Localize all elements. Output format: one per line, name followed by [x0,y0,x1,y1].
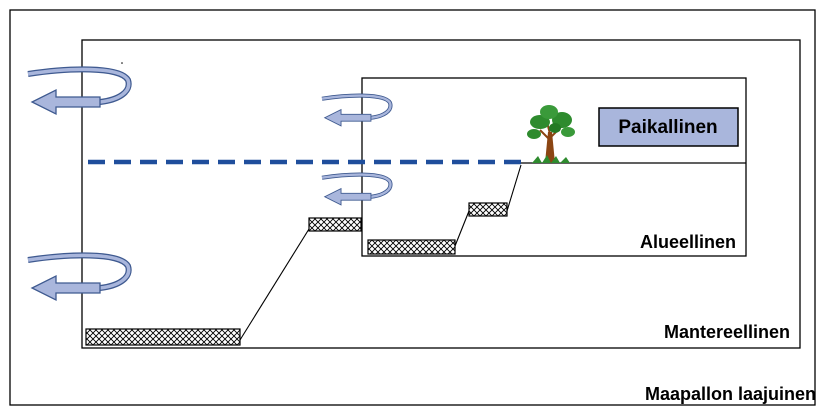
connector-line [454,210,470,247]
circular-arrow-icon [322,96,390,126]
local-box [598,107,739,147]
hatched-box-icon [367,239,456,255]
local-label: Paikallinen [618,117,717,138]
connector-line [239,228,310,341]
continental-box [81,39,801,349]
continental-label: Mantereellinen [664,322,790,342]
hatched-box-icon [308,217,362,232]
circular-arrow-icon [28,255,129,300]
global-frame [9,9,816,406]
hatched-box-icon [468,202,508,217]
hatched-box-icon [85,328,241,346]
tree-icon [527,105,575,163]
global-label: Maapallon laajuinen [645,384,816,404]
regional-label: Alueellinen [640,232,736,252]
speck [121,62,123,64]
circular-arrow-icon [322,175,390,205]
regional-box [361,77,747,257]
connector-line [506,164,522,212]
circular-arrow-icon [28,69,129,114]
